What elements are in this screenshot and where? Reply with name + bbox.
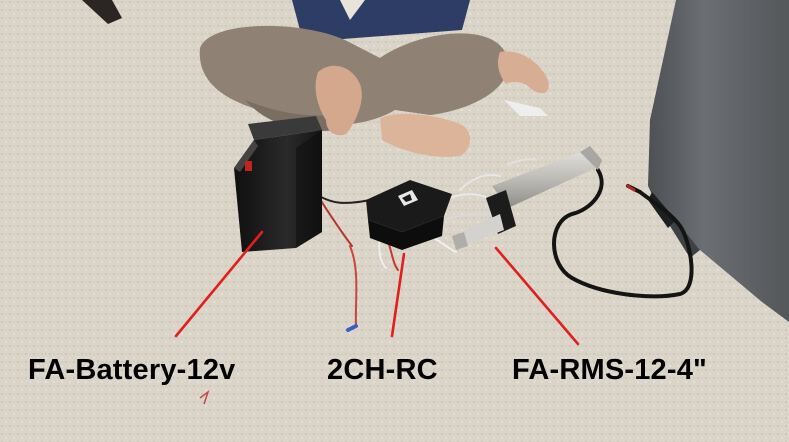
person [199, 0, 549, 157]
pointer-line-actuator [494, 246, 580, 346]
label-actuator: FA-RMS-12-4" [512, 354, 708, 386]
pointer-lines [174, 230, 580, 346]
label-receiver: 2CH-RC [327, 354, 438, 386]
pointer-line-battery [174, 230, 264, 338]
furniture-leg [82, 0, 122, 24]
label-battery: FA-Battery-12v [28, 354, 236, 386]
pointer-line-receiver [390, 252, 406, 338]
battery [234, 116, 322, 252]
wires [309, 158, 694, 332]
linear-actuator [452, 146, 602, 250]
receiver [366, 180, 452, 250]
